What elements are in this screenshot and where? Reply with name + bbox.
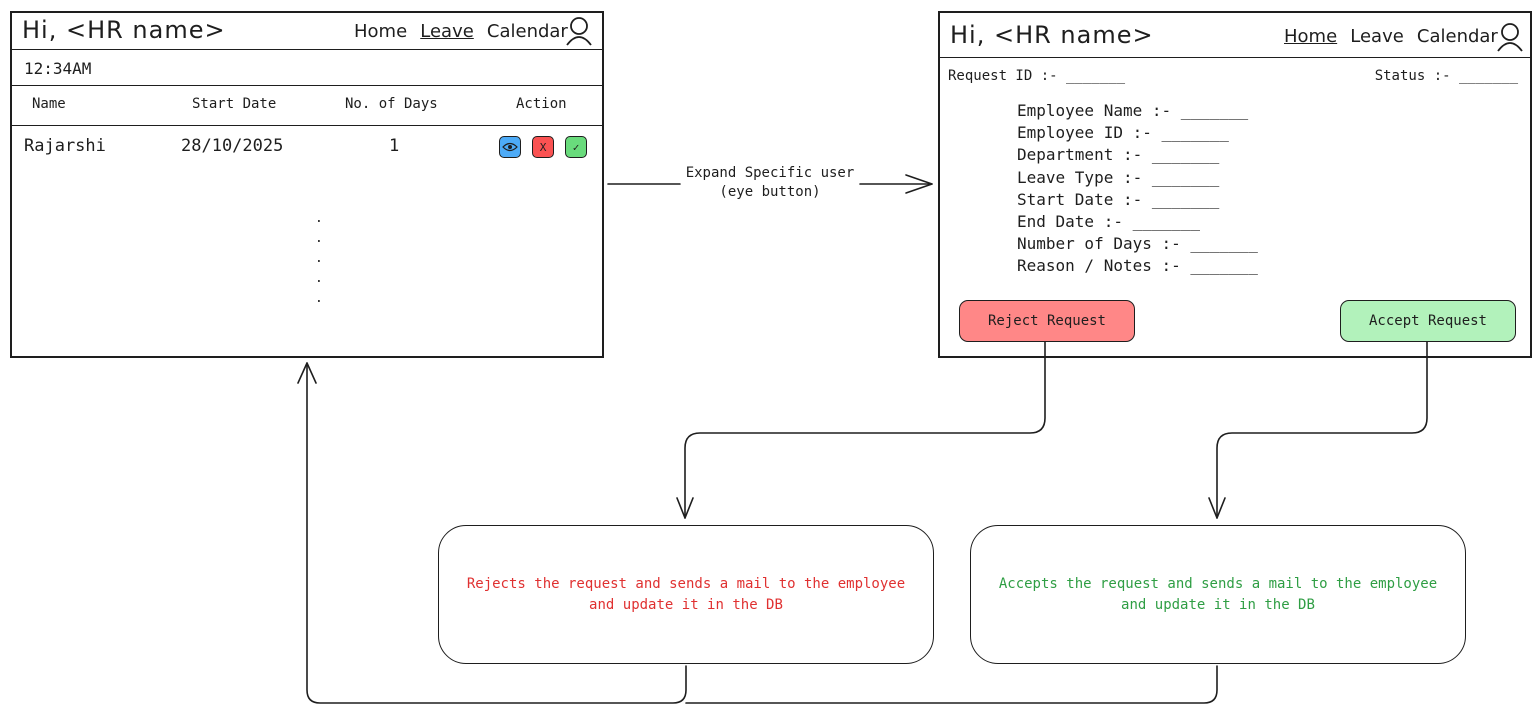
nav-home-link[interactable]: Home [1284, 26, 1338, 47]
column-header-action: Action [516, 96, 567, 112]
cell-days: 1 [389, 136, 400, 156]
request-detail-screen: Hi, <HR name> Home Leave Calendar Reques… [938, 11, 1532, 358]
eye-icon [502, 142, 518, 152]
current-time: 12:34AM [24, 59, 92, 78]
end-date-field: End Date :- _______ [1017, 212, 1201, 232]
top-nav: Home Leave Calendar [1276, 26, 1498, 47]
more-rows-ellipsis: . . . . . [315, 211, 323, 306]
reason-notes-field: Reason / Notes :- _______ [1017, 256, 1258, 276]
user-profile-icon[interactable] [564, 15, 594, 47]
expand-arrow-label: Expand Specific user (eye button) [682, 164, 858, 202]
column-header-start-date: Start Date [192, 96, 277, 112]
header-bar [940, 13, 1530, 58]
leave-requests-screen: Hi, <HR name> Home Leave Calendar 12:34A… [10, 11, 604, 358]
start-date-field: Start Date :- _______ [1017, 189, 1220, 209]
reject-outcome-note: Rejects the request and sends a mail to … [438, 525, 934, 664]
cell-start-date: 28/10/2025 [181, 136, 284, 156]
column-header-days: No. of Days [345, 96, 438, 112]
x-icon: X [539, 140, 547, 154]
nav-leave-link[interactable]: Leave [1350, 26, 1404, 47]
view-request-button[interactable] [499, 136, 521, 158]
top-nav: Home Leave Calendar [346, 21, 568, 42]
leave-type-field: Leave Type :- _______ [1017, 167, 1220, 187]
greeting: Hi, <HR name> [22, 16, 226, 44]
return-flow-arrowhead [297, 362, 317, 384]
nav-home-link[interactable]: Home [354, 21, 408, 42]
column-header-name: Name [32, 96, 66, 112]
status-label: Status :- _______ [1374, 68, 1518, 84]
nav-leave-link[interactable]: Leave [420, 21, 474, 42]
request-id-label: Request ID :- _______ [948, 68, 1126, 84]
accept-request-button[interactable]: Accept Request [1340, 300, 1516, 342]
return-flow-arrow-reject [306, 362, 687, 704]
nav-calendar-link[interactable]: Calendar [1416, 26, 1498, 47]
return-flow-arrow-accept [685, 665, 1218, 704]
number-of-days-field: Number of Days :- _______ [1017, 234, 1258, 254]
reject-flow-arrowhead [676, 497, 694, 519]
accept-outcome-note: Accepts the request and sends a mail to … [970, 525, 1466, 664]
header-bar [12, 13, 602, 50]
accept-flow-arrow [1216, 341, 1428, 519]
cell-name: Rajarshi [24, 136, 106, 156]
nav-calendar-link[interactable]: Calendar [486, 21, 568, 42]
reject-icon-button[interactable]: X [532, 136, 554, 158]
time-bar [12, 49, 602, 86]
employee-id-field: Employee ID :- _______ [1017, 123, 1229, 143]
reject-request-button[interactable]: Reject Request [959, 300, 1135, 342]
greeting: Hi, <HR name> [950, 21, 1154, 49]
accept-icon-button[interactable]: ✓ [565, 136, 587, 158]
check-icon: ✓ [572, 140, 580, 154]
expand-arrow-head [905, 174, 933, 194]
employee-name-field: Employee Name :- _______ [1017, 101, 1249, 120]
accept-flow-arrowhead [1208, 497, 1226, 519]
department-field: Department :- _______ [1017, 145, 1220, 165]
reject-flow-arrow [684, 341, 1046, 519]
request-details-list: Employee Name :- _______ Employee ID :- … [1017, 100, 1258, 278]
table-header [12, 85, 602, 126]
user-profile-icon[interactable] [1495, 21, 1525, 53]
